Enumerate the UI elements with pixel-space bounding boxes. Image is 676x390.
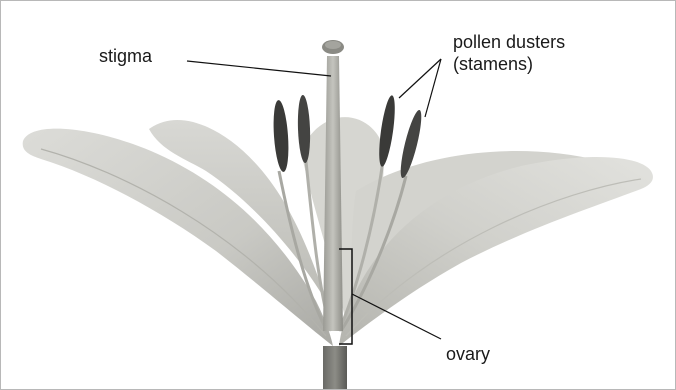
ovary-label: ovary [446, 343, 490, 365]
anther [272, 100, 291, 173]
stigma-pointer-line [187, 61, 331, 76]
style [323, 56, 343, 331]
anther [297, 95, 311, 163]
pollen-pointer-line [425, 59, 441, 117]
pollen-dusters-label: pollen dusters (stamens) [453, 31, 565, 75]
pollen-dusters-label-line1: pollen dusters [453, 31, 565, 53]
anther [376, 95, 398, 168]
stigma-label: stigma [99, 45, 152, 67]
stem [323, 346, 347, 389]
pollen-pointer-line [399, 59, 441, 98]
pollen-dusters-label-line2: (stamens) [453, 53, 565, 75]
